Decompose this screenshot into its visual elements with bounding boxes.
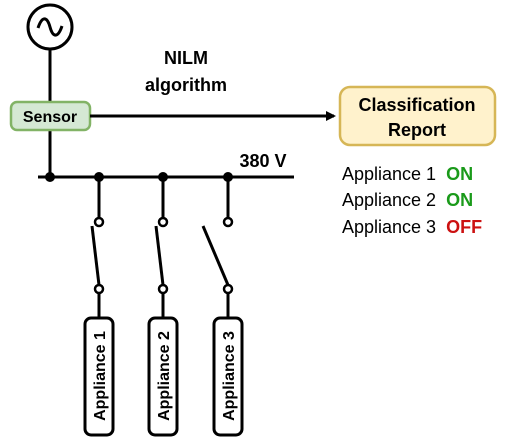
appliance-1-box — [83, 316, 115, 437]
status-state-off: OFF — [446, 217, 482, 237]
sensor-label: Sensor — [23, 109, 77, 126]
switch-contact-top — [93, 216, 105, 228]
status-line-1: Appliance 1 ON — [342, 164, 473, 184]
status-appliance-name: Appliance 2 — [342, 190, 436, 210]
status-state-on: ON — [446, 164, 473, 184]
branch-appliance-2: Appliance 2 — [147, 177, 179, 437]
status-appliance-name: Appliance 1 — [342, 164, 436, 184]
appliance-1-label: Appliance 1 — [92, 331, 109, 421]
switch-closed-blade — [154, 225, 165, 286]
status-state-on: ON — [446, 190, 473, 210]
switch-contact-top — [222, 216, 234, 228]
algorithm-label-line2: algorithm — [145, 75, 227, 95]
bus-node-feeder — [45, 172, 55, 182]
branch-appliance-1: Appliance 1 — [83, 177, 115, 437]
report-rect — [338, 85, 497, 147]
appliance-3-box — [212, 316, 244, 437]
algorithm-label-line1: NILM — [164, 48, 208, 68]
bus-voltage-label: 380 V — [239, 151, 286, 171]
switch-contact-bottom — [157, 283, 169, 295]
appliance-2-label: Appliance 2 — [156, 331, 173, 421]
sine-wave-icon — [36, 17, 64, 37]
appliance-3-label: Appliance 3 — [221, 331, 238, 421]
status-appliance-name: Appliance 3 — [342, 217, 436, 237]
appliance-2-box — [147, 316, 179, 437]
ac-source — [26, 3, 74, 51]
switch-closed-blade — [90, 225, 101, 286]
status-line-2: Appliance 2 ON — [342, 190, 473, 210]
switch-contact-top — [157, 216, 169, 228]
report-title-line1: Classification — [358, 95, 475, 115]
status-line-3: Appliance 3 OFF — [342, 217, 482, 237]
switch-open-blade — [201, 225, 230, 286]
switch-contact-bottom — [93, 283, 105, 295]
branch-appliance-3: Appliance 3 — [201, 177, 244, 437]
sensor-box: Sensor — [9, 100, 92, 132]
report-title-line2: Report — [388, 120, 446, 140]
switch-contact-bottom — [222, 283, 234, 295]
classification-report-box: Classification Report — [338, 85, 497, 147]
